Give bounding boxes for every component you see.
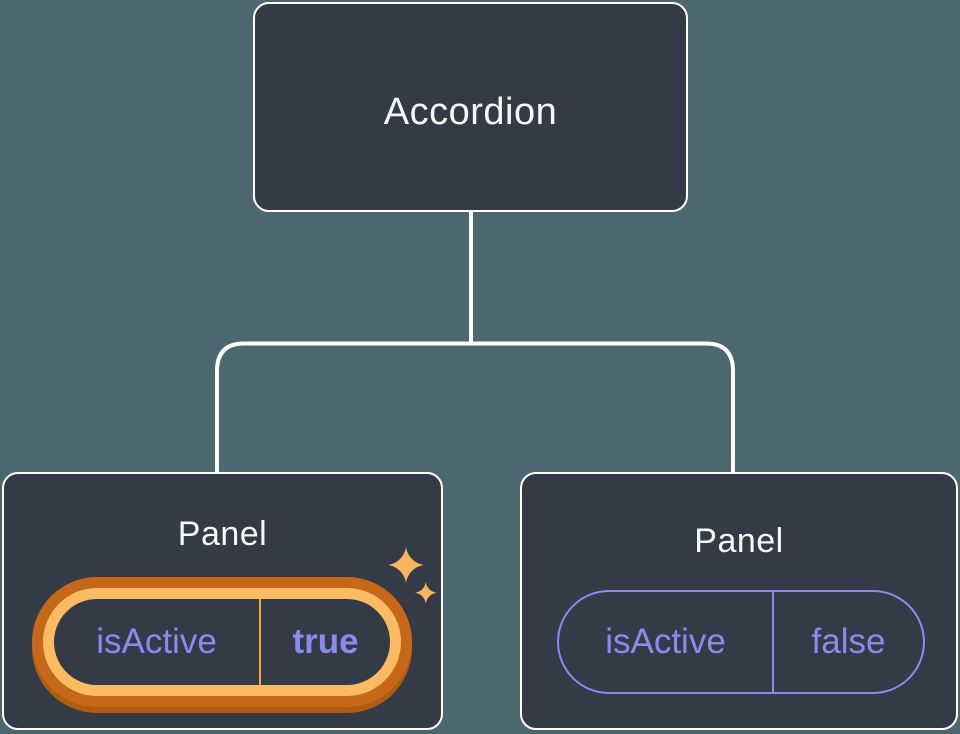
state-divider <box>772 592 774 692</box>
state-key-label: isActive <box>96 622 217 661</box>
state-value-label: false <box>811 622 886 661</box>
panel-node-active: Panel isActive true <box>2 472 443 730</box>
state-key-label: isActive <box>605 622 726 661</box>
accordion-node: Accordion <box>253 2 688 212</box>
state-divider <box>259 599 261 685</box>
state-pill-inactive: isActive false <box>557 590 925 694</box>
accordion-label: Accordion <box>383 91 558 133</box>
state-pill-active: isActive true <box>43 588 401 696</box>
state-value-label: true <box>292 622 359 661</box>
panel-title: Panel <box>694 522 784 560</box>
panel-node-inactive: Panel isActive false <box>520 472 958 730</box>
panel-title: Panel <box>177 515 268 553</box>
sparkle-icon <box>388 547 437 604</box>
